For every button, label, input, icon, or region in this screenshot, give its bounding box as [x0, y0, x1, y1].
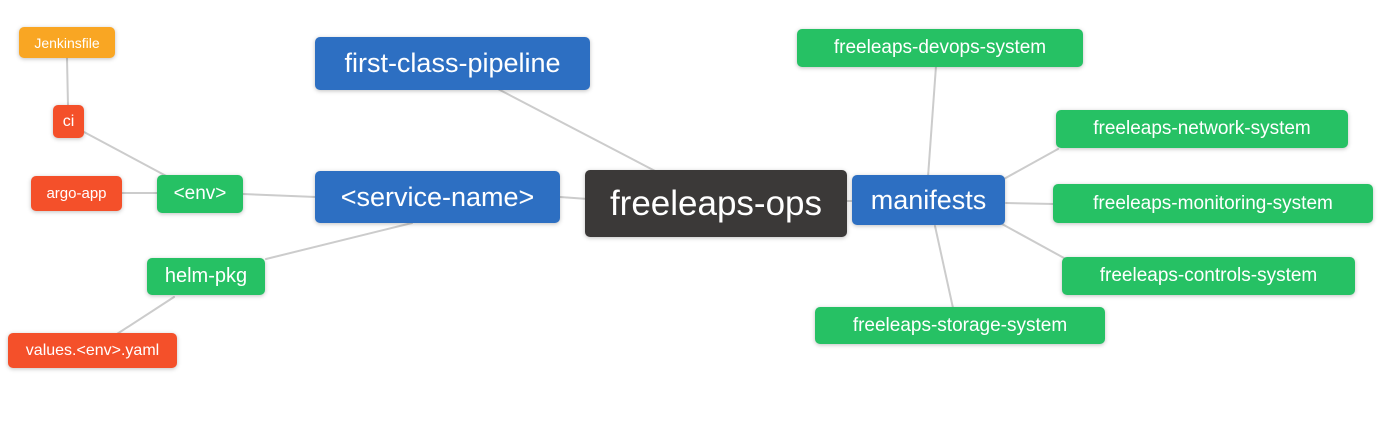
node-ci[interactable]: ci [53, 105, 84, 138]
node-jenkinsfile[interactable]: Jenkinsfile [19, 27, 115, 58]
edge-env-service-name [242, 193, 317, 198]
node-freeleaps-controls-system[interactable]: freeleaps-controls-system [1062, 257, 1355, 295]
node-first-class-pipeline[interactable]: first-class-pipeline [315, 37, 590, 90]
node-freeleaps-monitoring-system[interactable]: freeleaps-monitoring-system [1053, 184, 1373, 223]
edge-service-name-freeleaps-ops [559, 196, 589, 200]
node-values-env-yaml[interactable]: values.<env>.yaml [8, 333, 177, 368]
node-freeleaps-network-system[interactable]: freeleaps-network-system [1056, 110, 1348, 148]
edge-jenkinsfile-ci [66, 57, 69, 107]
edge-first-class-pipeline-freeleaps-ops [497, 88, 658, 173]
edge-monitoring-system-manifests [1005, 202, 1056, 205]
edge-controls-system-manifests [1001, 223, 1065, 259]
edge-values-env-yaml-helm-pkg [116, 296, 175, 335]
node-freeleaps-storage-system[interactable]: freeleaps-storage-system [815, 307, 1105, 344]
node-service-name[interactable]: <service-name> [315, 171, 560, 223]
node-freeleaps-devops-system[interactable]: freeleaps-devops-system [797, 29, 1083, 67]
node-freeleaps-ops-root[interactable]: freeleaps-ops [585, 170, 847, 237]
edge-helm-pkg-service-name [265, 222, 413, 260]
node-manifests[interactable]: manifests [852, 175, 1005, 225]
node-argo-app[interactable]: argo-app [31, 176, 122, 211]
node-helm-pkg[interactable]: helm-pkg [147, 258, 265, 295]
edge-ci-env [83, 131, 171, 179]
node-env[interactable]: <env> [157, 175, 243, 213]
edge-storage-system-manifests [934, 225, 954, 309]
edge-devops-system-manifests [927, 65, 937, 178]
edge-network-system-manifests [1001, 148, 1059, 181]
